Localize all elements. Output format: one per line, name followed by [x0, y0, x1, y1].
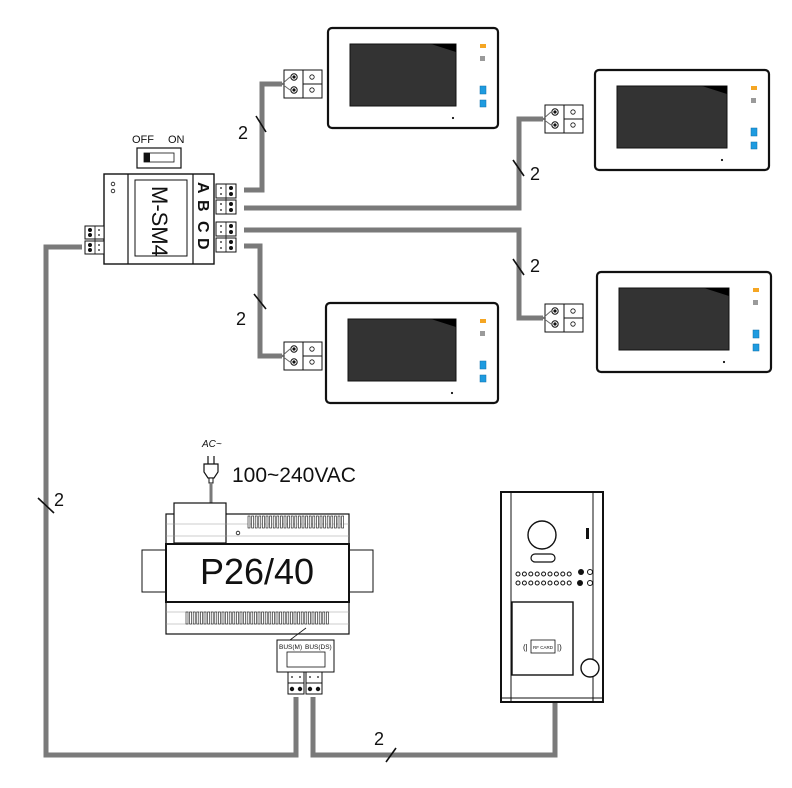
- indoor-monitor-a: [281, 26, 500, 130]
- wires: [43, 81, 558, 758]
- psu-vents-top: [247, 515, 344, 529]
- monitor-terminal-block: [542, 303, 584, 333]
- psu-label-panel: [165, 543, 350, 603]
- monitors: [281, 26, 773, 405]
- wire-count-b: 2: [530, 164, 540, 184]
- switch-off-label: OFF: [132, 134, 154, 146]
- wire-count-markers: 2 2 2 2 2 2: [37, 115, 540, 763]
- distributor-label-panel: [134, 179, 188, 257]
- microphone-icon: [722, 360, 726, 364]
- rf-wave-left-icon: (|: [523, 643, 528, 652]
- status-led-icon: [751, 98, 756, 103]
- distributor-model-label: M-SM4: [147, 186, 172, 257]
- port-label-d: D: [194, 238, 211, 250]
- monitor-screen: [347, 318, 457, 382]
- psu-ac-input-block: [173, 502, 227, 544]
- unlock-button[interactable]: [479, 85, 487, 95]
- camera-lens-icon: [527, 520, 557, 550]
- wire-count-a: 2: [238, 123, 248, 143]
- indoor-monitor-c: [542, 270, 773, 374]
- wire-tick-bus-ds: [385, 747, 397, 763]
- bus-terminal-block: [287, 671, 323, 695]
- power-plug-icon: [203, 456, 219, 503]
- microphone-icon: [720, 158, 724, 162]
- psu-vents-bottom: [185, 611, 329, 625]
- status-led-icon: [753, 300, 758, 305]
- rf-card-reader-area: [511, 601, 574, 676]
- indoor-monitor-b: [542, 68, 771, 172]
- rf-wave-right-icon: |): [557, 643, 562, 652]
- ac-label: AC~: [201, 439, 222, 450]
- rf-card-icon: [530, 639, 556, 654]
- power-supply-p26-40: AC~ 100~240VAC P26/40 BUS(M) BUS(DS): [141, 439, 374, 695]
- switch-on-label: ON: [168, 134, 185, 146]
- wire-port-a: [244, 81, 282, 193]
- bus-m-label: BUS(M): [279, 644, 302, 651]
- door-station: RF CARD (| |): [500, 491, 604, 703]
- monitor-terminal-block: [281, 341, 323, 371]
- monitor-terminal-block: [542, 104, 584, 134]
- terminal-block-c-d: [215, 221, 237, 253]
- unlock-button[interactable]: [479, 360, 487, 370]
- indoor-monitor-d: [281, 301, 500, 405]
- status-led-icon: [480, 56, 485, 61]
- unlock-button[interactable]: [752, 329, 760, 339]
- unlock-led-icon: [577, 580, 583, 586]
- monitor-screen: [616, 85, 728, 149]
- light-sensor: [586, 528, 589, 539]
- monitor-button[interactable]: [479, 374, 487, 383]
- monitor-terminal-block: [281, 69, 323, 99]
- wire-port-b: [244, 116, 543, 211]
- distributor-m-sm4: OFF ON M-SM4 A B C D: [84, 134, 237, 265]
- wire-count-bus-ds: 2: [374, 729, 384, 749]
- wire-tick-d: [253, 293, 267, 310]
- wire-tick-a: [255, 115, 267, 133]
- monitor-screen: [618, 287, 730, 351]
- monitor-screen: [349, 43, 457, 107]
- wire-tick-bus-m: [37, 497, 55, 514]
- wire-count-c: 2: [530, 256, 540, 276]
- wire-count-d: 2: [236, 309, 246, 329]
- port-label-a: A: [194, 182, 211, 194]
- terminal-block-input: [84, 225, 105, 255]
- call-button[interactable]: [580, 658, 600, 678]
- wire-tick-b: [512, 159, 525, 177]
- wire-port-d: [244, 243, 282, 359]
- wire-bus-ds: [310, 697, 558, 758]
- monitor-button[interactable]: [752, 343, 760, 352]
- power-led-icon: [480, 319, 486, 323]
- monitor-button[interactable]: [479, 99, 487, 108]
- status-led-icon: [578, 569, 584, 575]
- monitor-button[interactable]: [750, 141, 758, 150]
- power-switch-knob[interactable]: [144, 153, 150, 162]
- wire-port-c: [244, 227, 543, 321]
- microphone-slot: [530, 553, 556, 563]
- port-label-c: C: [194, 221, 211, 233]
- power-led-icon: [753, 288, 759, 292]
- wire-bus-m: [43, 244, 299, 758]
- power-led-icon: [480, 44, 486, 48]
- status-led-icon: [480, 331, 485, 336]
- wire-tick-c: [512, 258, 525, 276]
- port-label-b: B: [194, 200, 211, 212]
- wire-count-bus-m: 2: [54, 490, 64, 510]
- psu-model-label: P26/40: [200, 551, 314, 592]
- bus-ds-label: BUS(DS): [305, 644, 332, 651]
- unlock-button[interactable]: [750, 127, 758, 137]
- microphone-icon: [451, 116, 455, 120]
- power-led-icon: [751, 86, 757, 90]
- microphone-icon: [450, 391, 454, 395]
- terminal-block-a-b: [215, 183, 237, 215]
- rf-card-label: RF CARD: [533, 645, 554, 650]
- voltage-label: 100~240VAC: [232, 464, 356, 487]
- speaker-grille: [515, 571, 572, 586]
